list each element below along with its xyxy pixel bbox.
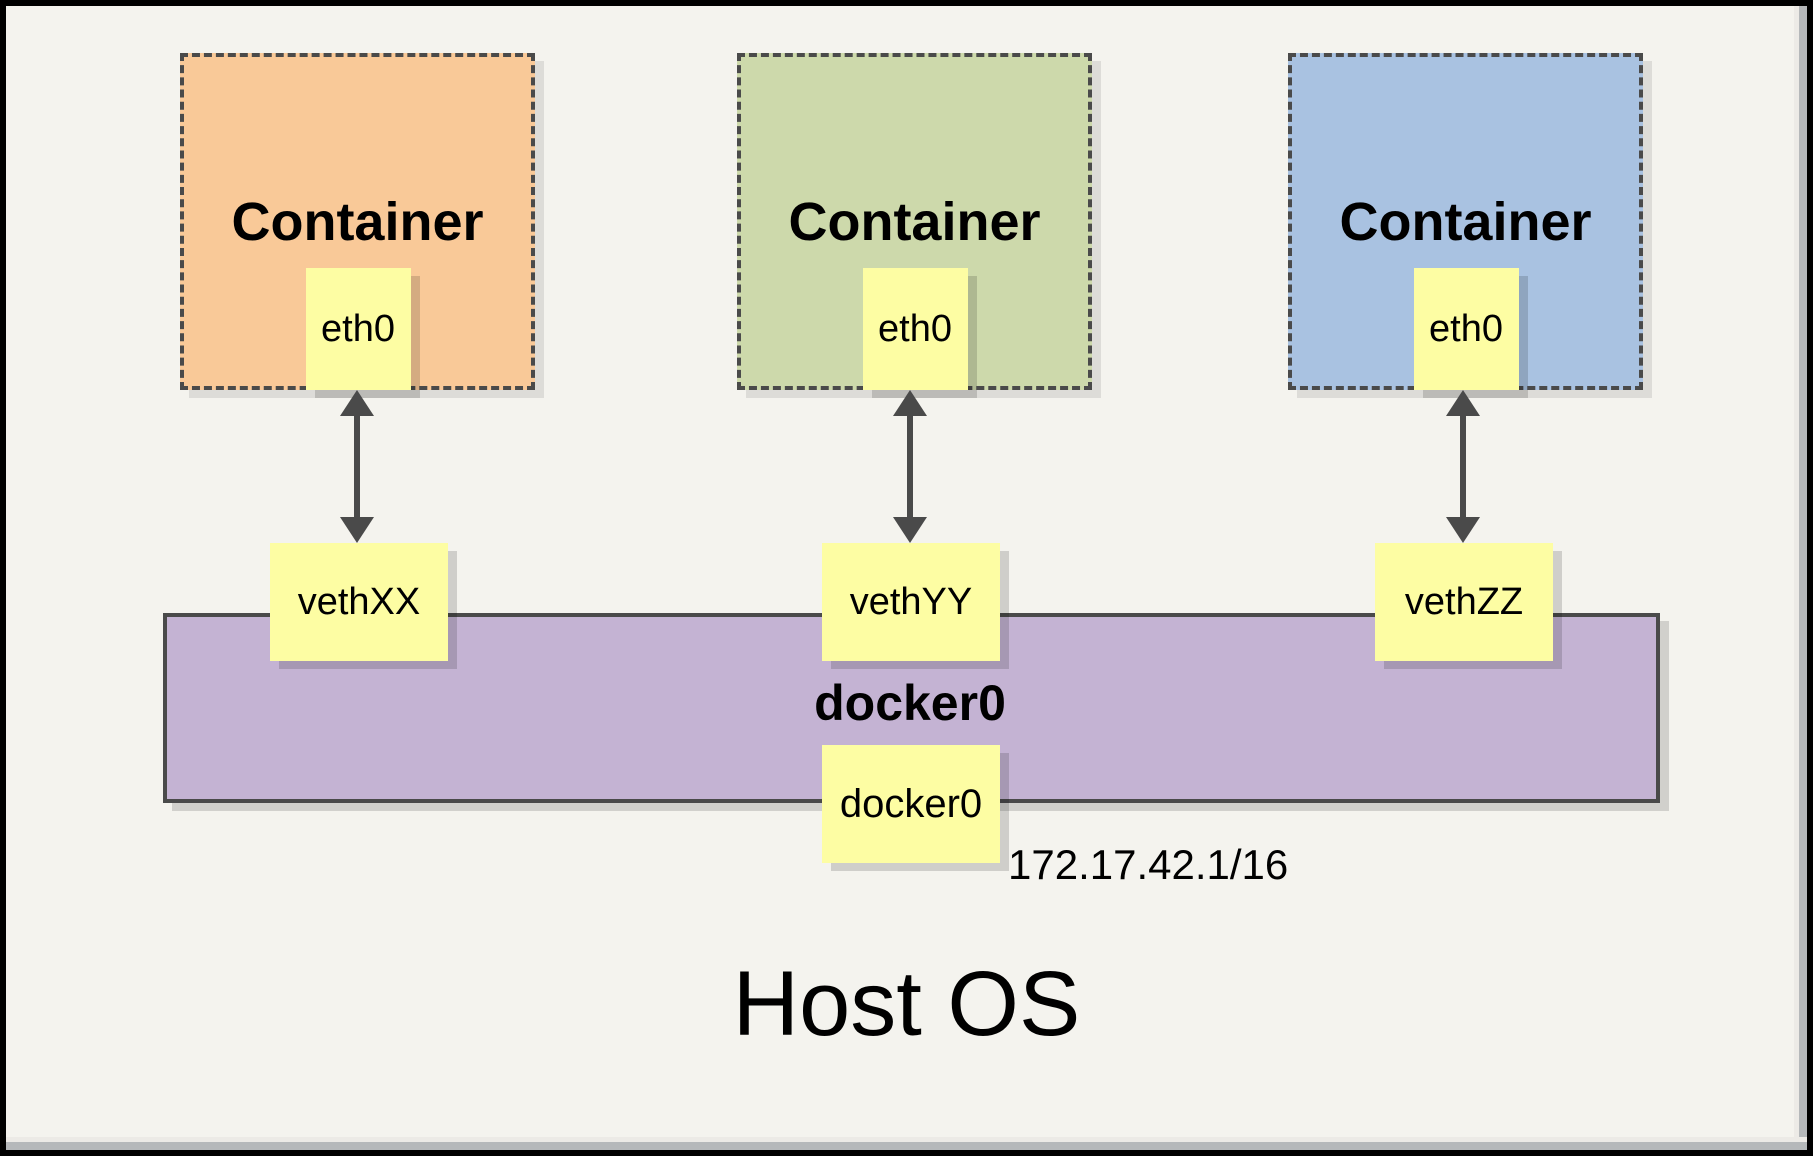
vethyy-note: vethYY — [822, 543, 1000, 661]
docker0-interface-note: docker0 — [822, 745, 1000, 863]
frame-bevel-right — [1799, 6, 1807, 1150]
eth0-note-container-3: eth0 — [1413, 268, 1519, 390]
container-1-label: Container — [231, 191, 484, 252]
arrow-shaft — [1460, 414, 1466, 519]
arrow-eth0-vethzz — [1446, 390, 1480, 543]
arrowhead-down-icon — [1446, 517, 1480, 543]
eth0-note-container-1: eth0 — [305, 268, 411, 390]
eth0-label-1: eth0 — [321, 307, 395, 350]
arrowhead-up-icon — [1446, 390, 1480, 416]
frame-bevel-bottom-light — [6, 1137, 1807, 1142]
frame-bevel-bottom — [6, 1142, 1807, 1150]
container-box-3: Container eth0 — [1288, 53, 1643, 390]
eth0-label-3: eth0 — [1429, 307, 1503, 350]
docker0-ip-address: 172.17.42.1/16 — [1008, 841, 1289, 888]
vethxx-label: vethXX — [297, 580, 421, 623]
vethxx-note: vethXX — [270, 543, 448, 661]
frame-bevel-right-light — [1794, 6, 1799, 1150]
eth0-label-2: eth0 — [878, 307, 952, 350]
vethyy-label: vethYY — [849, 580, 973, 623]
arrow-shaft — [354, 414, 360, 519]
docker0-bridge-label: docker0 — [814, 675, 1006, 731]
arrow-shaft — [907, 414, 913, 519]
arrowhead-down-icon — [893, 517, 927, 543]
vethzz-label: vethZZ — [1404, 580, 1524, 623]
arrowhead-down-icon — [340, 517, 374, 543]
docker0-interface-label: docker0 — [839, 781, 983, 826]
container-box-1: Container eth0 — [180, 53, 535, 390]
arrow-eth0-vethyy — [893, 390, 927, 543]
arrow-eth0-vethxx — [340, 390, 374, 543]
container-2-label: Container — [788, 191, 1041, 252]
arrowhead-up-icon — [893, 390, 927, 416]
vethzz-note: vethZZ — [1375, 543, 1553, 661]
arrowhead-up-icon — [340, 390, 374, 416]
container-box-2: Container eth0 — [737, 53, 1092, 390]
container-3-label: Container — [1339, 191, 1592, 252]
host-os-label: Host OS — [732, 953, 1081, 1055]
eth0-note-container-2: eth0 — [862, 268, 968, 390]
